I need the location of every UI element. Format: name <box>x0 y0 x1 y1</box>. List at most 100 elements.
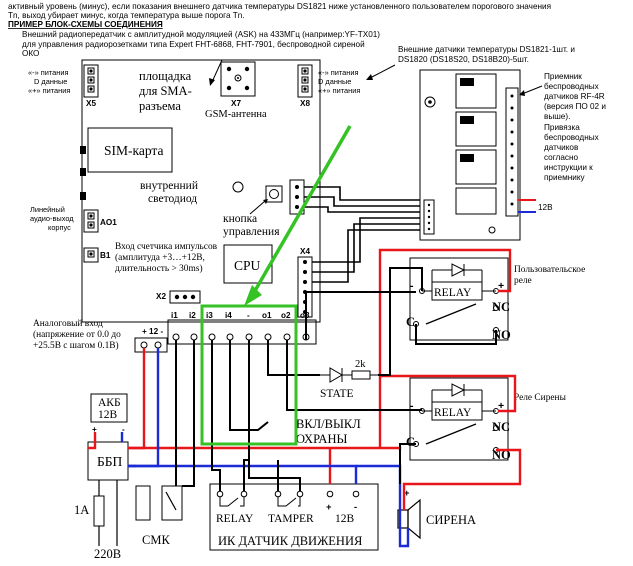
pir-terminals <box>216 490 360 507</box>
x5-plus-label: «+» питания <box>28 86 70 95</box>
siren-relay-c: C <box>406 435 415 449</box>
arm-label-2: ОХРАНЫ <box>296 432 347 446</box>
arm-label-1: ВКЛ/ВЫКЛ <box>296 417 361 431</box>
rf-receiver-board <box>419 69 521 241</box>
fuse-icon <box>93 495 105 527</box>
siren-plus: + <box>404 487 410 498</box>
x2-label: X2 <box>156 292 166 301</box>
resistor-2k-icon <box>351 370 378 380</box>
plus12-label: + 12 - <box>142 327 163 336</box>
user-relay-title-2: реле <box>514 276 532 286</box>
pir-tamper-label: TAMPER <box>268 513 314 525</box>
black-signal-wires <box>175 267 497 491</box>
radio-note-2: для управления радиорозетками типа Exper… <box>22 40 365 49</box>
siren-relay-module <box>409 377 509 461</box>
smk-label: СМК <box>142 533 170 547</box>
receiver-line-3: датчиков RF-4R <box>544 92 605 101</box>
pir-sensor-box <box>209 483 379 551</box>
note-arrows <box>209 59 396 86</box>
receiver-line-11: приемнику <box>544 173 586 182</box>
control-button-icon <box>265 185 283 203</box>
receiver-line-10: инструкции к <box>544 163 593 172</box>
battery-box <box>90 393 128 423</box>
b1-connector <box>83 247 99 263</box>
mains-label: 220В <box>94 547 121 561</box>
button-label-1: кнопка <box>223 213 257 225</box>
siren-relay-nc: NC <box>492 420 510 434</box>
user-relay-label: RELAY <box>434 287 472 299</box>
sim-card-label: SIM-карта <box>104 143 163 158</box>
sma-label-2: для SMA- <box>139 84 192 98</box>
receiver-12v-label: 12В <box>538 203 553 212</box>
pin-i4: i4 <box>225 311 232 320</box>
led-label-1: внутренний <box>140 180 198 192</box>
siren-label: СИРЕНА <box>426 513 476 527</box>
header-line-1: активный уровень (минус), если показания… <box>8 2 551 11</box>
receiver-line-8: датчиков <box>544 143 578 152</box>
siren-minus: - <box>404 539 407 550</box>
led-icon <box>232 181 244 193</box>
user-relay-nc: NC <box>492 300 510 314</box>
user-relay-title-1: Пользовательское <box>514 265 585 275</box>
controller-board <box>81 59 321 323</box>
pin-o2: o2 <box>281 311 291 320</box>
audio-label-2: аудио-выход <box>30 214 74 223</box>
pulse-label-1: Вход счетчика импульсов <box>115 242 218 252</box>
state-led-icon <box>320 367 352 383</box>
x5-connector <box>83 64 99 98</box>
receiver-line-7: беспроводных <box>544 133 599 142</box>
x7-label: X7 <box>231 99 241 108</box>
analog-label-3: +25.5В с шагом 0.1В) <box>33 340 119 351</box>
user-relay-coil <box>413 263 499 333</box>
x4-label: X4 <box>300 247 310 256</box>
pin-i2: i2 <box>189 311 196 320</box>
sma-label-1: площадка <box>139 69 192 83</box>
user-relay-c: C <box>406 315 415 329</box>
pin-i1: i1 <box>171 311 178 320</box>
terminal-block <box>134 319 317 353</box>
receiver-line-2: беспроводных <box>544 82 599 91</box>
x8-data-label: D данные <box>318 77 351 86</box>
pulse-label-3: длительность > 30ms) <box>115 263 203 274</box>
ao1-connector <box>83 209 99 233</box>
pir-relay-label: RELAY <box>216 513 254 525</box>
x8-connector <box>297 64 313 98</box>
button-label-2: управления <box>223 226 280 238</box>
led-label-2: светодиод <box>148 193 197 205</box>
analog-label-2: (напряжение от 0.0 до <box>33 329 121 340</box>
header-title: ПРИМЕР БЛОК-СХЕМЫ СОЕДИНЕНИЯ <box>8 20 163 29</box>
battery-minus: - <box>122 425 125 434</box>
state-label: STATE <box>320 388 354 400</box>
pir-title: ИК ДАТЧИК ДВИЖЕНИЯ <box>218 534 362 548</box>
audio-label-3: корпус <box>48 223 71 232</box>
battery-plus: + <box>92 425 97 434</box>
gsm-antenna-label: GSM-антенна <box>205 109 267 120</box>
green-highlight <box>200 125 352 446</box>
analog-label-1: Аналоговый вход <box>33 318 103 329</box>
user-relay-module <box>409 257 509 341</box>
siren-relay-minus: - <box>410 400 414 412</box>
x2-connector <box>169 290 201 304</box>
sma-label-3: разъема <box>139 99 181 113</box>
psu-box <box>87 441 129 481</box>
battery-label-1: АКБ <box>98 397 121 409</box>
resistor-label: 2k <box>355 359 366 370</box>
pin-o1: o1 <box>262 311 272 320</box>
x5-minus-label: «-» питания <box>28 68 69 77</box>
temp-note-1: Внешние датчики температуры DS1821-1шт. … <box>398 45 575 54</box>
siren-relay-title: Реле Сирены <box>514 393 567 403</box>
x8-label: X8 <box>300 99 310 108</box>
sensor-wires <box>304 186 420 283</box>
pir-plus: + <box>326 501 332 512</box>
cpu-label: CPU <box>234 258 261 273</box>
psu-label: ББП <box>97 454 123 469</box>
blue-ground-wires <box>120 348 410 548</box>
x7-connector <box>220 61 256 97</box>
siren-relay-label: RELAY <box>434 407 472 419</box>
header-line-2: Tn, выход убирает минус, когда температу… <box>8 11 245 20</box>
user-relay-minus: - <box>410 280 414 292</box>
user-relay-plus: + <box>498 280 504 292</box>
radio-note-1: Внешний радиопередатчик с амплитудной мо… <box>22 30 380 39</box>
receiver-line-4: (версия ПО 02 и <box>544 102 606 111</box>
pin-minus: - <box>247 311 250 320</box>
